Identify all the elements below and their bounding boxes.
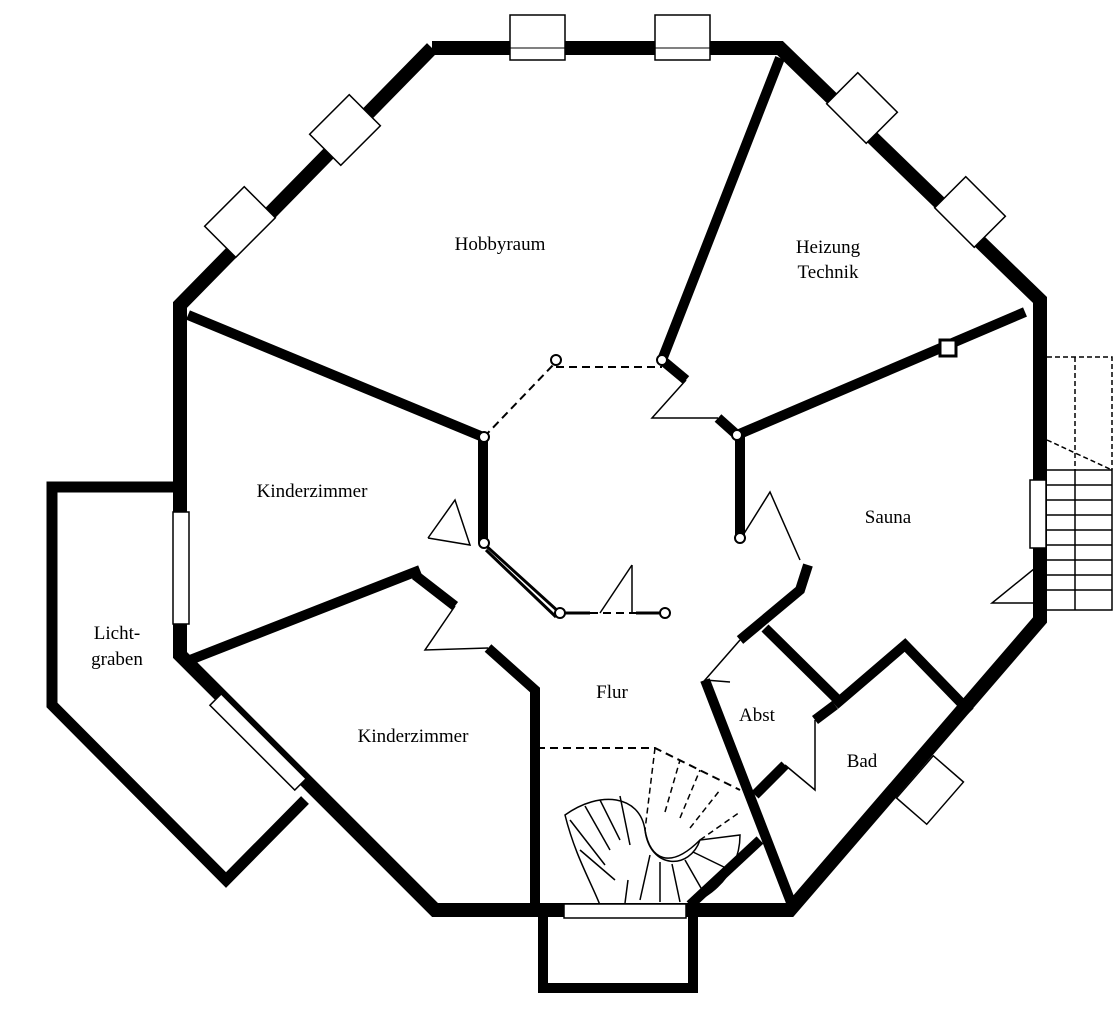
room-label-technik: Technik <box>797 262 859 283</box>
interior-walls <box>186 56 1027 909</box>
columns <box>478 354 746 619</box>
door-swings <box>423 379 1046 792</box>
room-label-kinderzimmer-lower: Kinderzimmer <box>357 726 469 747</box>
room-label-bad: Bad <box>846 751 878 772</box>
bottom-bay-wall <box>538 912 698 993</box>
lichtgraben-wall <box>46 481 309 888</box>
room-label-sauna: Sauna <box>864 507 912 528</box>
windows <box>172 14 1047 919</box>
spiral-staircase <box>564 747 741 906</box>
dashed-openings <box>483 361 741 791</box>
room-label-flur: Flur <box>596 682 628 703</box>
room-label-hobbyraum: Hobbyraum <box>454 234 546 255</box>
room-label-lichtgraben-2: graben <box>91 649 143 670</box>
room-label-heizung: Heizung <box>795 237 861 258</box>
room-label-lichtgraben-1: Licht- <box>93 623 141 644</box>
exterior-stair <box>1046 356 1113 611</box>
room-label-abst: Abst <box>739 705 775 726</box>
room-label-kinderzimmer-upper: Kinderzimmer <box>256 481 368 502</box>
